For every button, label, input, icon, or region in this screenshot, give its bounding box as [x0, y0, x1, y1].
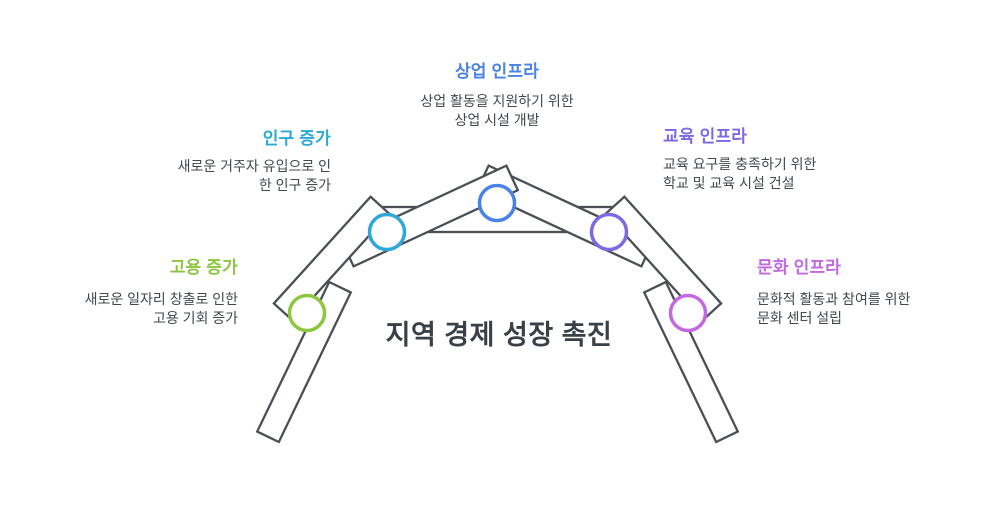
plank-right-mid	[604, 195, 723, 322]
node-title-culture: 문화 인프라	[757, 258, 842, 277]
node-desc-education: 교육 요구를 충족하기 위한 학교 및 교육 시설 건설	[663, 155, 903, 193]
joint-circle-commercial	[477, 183, 517, 223]
node-title-population: 인구 증가	[262, 129, 331, 148]
plank-left-leg	[255, 280, 353, 444]
node-desc-commercial: 상업 활동을 지원하기 위한 상업 시설 개발	[337, 92, 657, 130]
node-title-commercial: 상업 인프라	[454, 62, 540, 81]
joint-circle-education	[589, 212, 629, 252]
node-label-population: 인구 증가 새로운 거주자 유입으로 인 한 인구 증가	[120, 129, 331, 195]
plank-right-leg	[642, 280, 740, 444]
joint-circle-population	[367, 212, 407, 252]
node-desc-line1: 교육 요구를 충족하기 위한	[663, 156, 817, 172]
plank-left-mid	[272, 195, 391, 322]
node-desc-culture: 문화적 활동과 참여를 위한 문화 센터 설립	[757, 290, 996, 328]
node-desc-line2: 한 인구 증가	[258, 177, 331, 193]
node-label-employment: 고용 증가 새로운 일자리 창출로 인한 고용 기회 증가	[30, 258, 238, 328]
node-desc-population: 새로운 거주자 유입으로 인 한 인구 증가	[120, 157, 331, 195]
node-desc-line2: 고용 기회 증가	[152, 310, 238, 326]
node-label-commercial: 상업 인프라 상업 활동을 지원하기 위한 상업 시설 개발	[337, 62, 657, 130]
node-title-education: 교육 인프라	[663, 127, 748, 146]
joint-circle-employment	[287, 293, 327, 333]
node-desc-line1: 새로운 일자리 창출로 인한	[84, 291, 238, 307]
node-desc-line1: 상업 활동을 지원하기 위한	[420, 93, 574, 109]
node-desc-employment: 새로운 일자리 창출로 인한 고용 기회 증가	[30, 290, 238, 328]
node-desc-line1: 문화적 활동과 참여를 위한	[757, 291, 911, 307]
node-desc-line1: 새로운 거주자 유입으로 인	[177, 158, 331, 174]
node-label-culture: 문화 인프라 문화적 활동과 참여를 위한 문화 센터 설립	[757, 258, 996, 328]
node-desc-line2: 학교 및 교육 시설 건설	[663, 175, 795, 191]
main-title: 지역 경제 성장 촉진	[385, 320, 613, 350]
node-desc-line2: 문화 센터 설립	[757, 310, 843, 326]
node-desc-line2: 상업 시설 개발	[454, 112, 540, 128]
joint-circle-culture	[668, 293, 708, 333]
node-title-employment: 고용 증가	[169, 258, 238, 277]
node-label-education: 교육 인프라 교육 요구를 충족하기 위한 학교 및 교육 시설 건설	[663, 127, 903, 193]
